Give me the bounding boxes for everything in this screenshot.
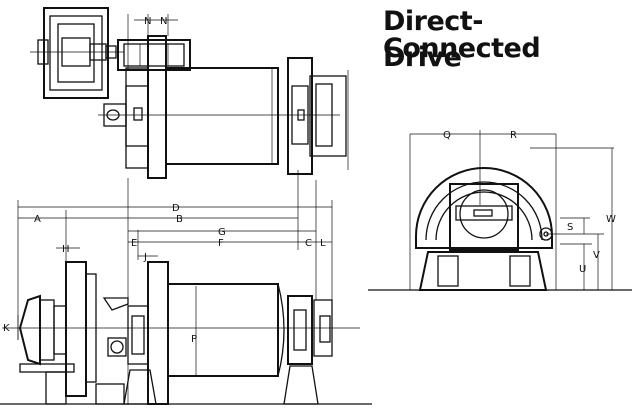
dim-label-n1: N — [144, 16, 151, 27]
dim-label-q: Q — [443, 130, 451, 141]
dim-label-n2: N — [160, 16, 167, 27]
dim-label-k: K — [3, 323, 10, 334]
ring-gear-elevation — [147, 261, 169, 405]
end-view — [368, 130, 632, 291]
dim-label-e: E — [131, 238, 137, 249]
gear-guard — [415, 167, 553, 249]
base-block — [418, 251, 548, 291]
dimension-lines — [17, 206, 332, 376]
dim-label-a: A — [34, 214, 41, 225]
dim-label-l: L — [320, 238, 326, 249]
motor-end — [18, 294, 41, 366]
side-elevation — [0, 261, 372, 405]
reducer-block — [117, 39, 191, 71]
dim-label-j: J — [143, 252, 147, 263]
dim-label-p: P — [191, 334, 197, 345]
plan-view — [30, 7, 349, 179]
dim-label-r: R — [510, 130, 517, 141]
dim-label-u: U — [579, 264, 586, 275]
dim-label-b: B — [176, 214, 183, 225]
dim-label-d: D — [172, 203, 180, 214]
dim-label-w: W — [606, 214, 616, 225]
trunnion-bearing-elevation — [287, 295, 313, 365]
dim-label-c: C — [305, 238, 312, 249]
dim-label-f: F — [218, 238, 224, 249]
right-trunnion — [287, 57, 313, 175]
dim-label-h: H — [62, 244, 70, 255]
mill-shell — [165, 67, 279, 165]
ring-gear — [147, 35, 167, 179]
dim-label-v: V — [593, 250, 600, 261]
dim-label-g: G — [218, 227, 226, 238]
page-title-line2: Drive — [383, 42, 462, 73]
dim-label-s: S — [567, 222, 573, 233]
shell-elevation — [167, 283, 279, 377]
reducer-gear — [65, 261, 87, 397]
inner-housing — [449, 183, 519, 251]
page-title-line1: Direct-Connected — [383, 6, 541, 64]
motor-housing — [43, 7, 109, 99]
